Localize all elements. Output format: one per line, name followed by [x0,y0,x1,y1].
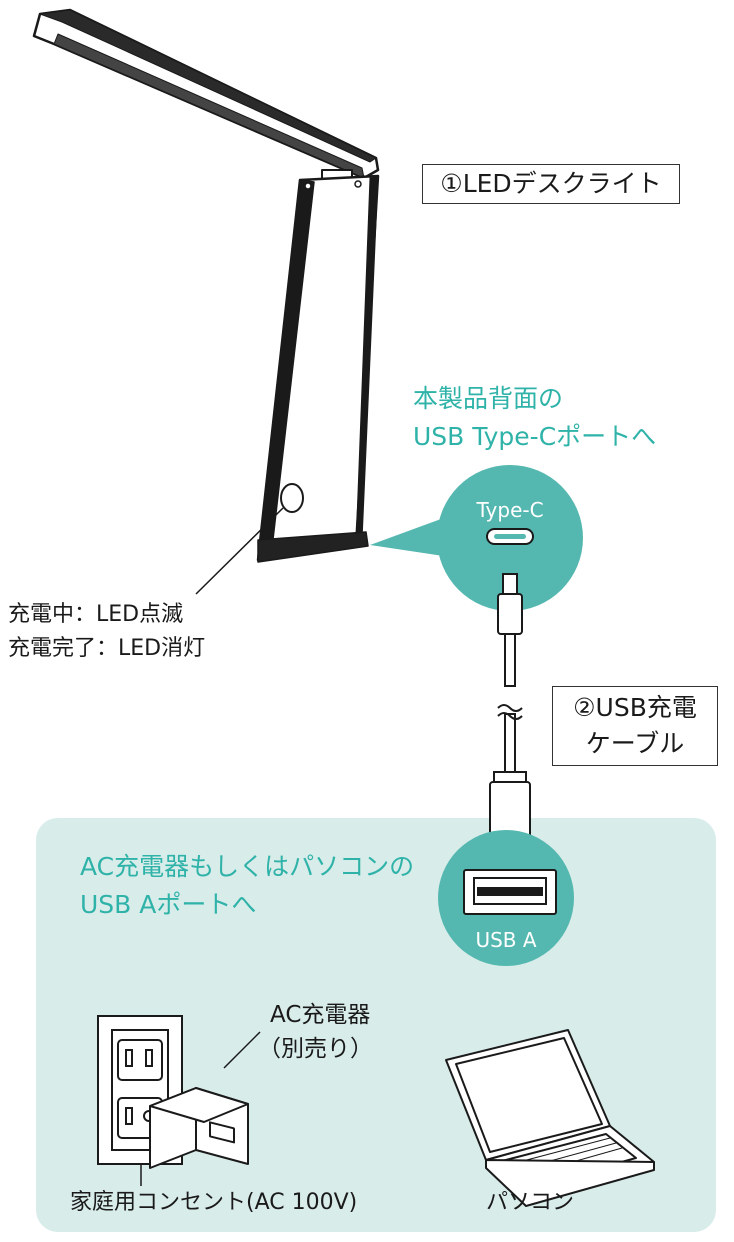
usb-a-circle-label: USB A [475,928,537,952]
usb-a-note: AC充電器もしくはパソコンの USB Aポートへ [80,848,414,924]
lamp-label: ①LEDデスクライト [440,169,662,198]
cable-label-box: ②USB充電 ケーブル [552,686,718,766]
ac-charger-label: AC充電器 （別売り） [258,998,373,1066]
cable-label-line2: ケーブル [585,729,685,758]
type-c-note-line1: 本製品背面の [413,384,564,413]
laptop-icon [445,1029,655,1207]
type-c-note: 本製品背面の USB Type-Cポートへ [413,380,656,456]
usb-a-note-line2: USB Aポートへ [80,890,257,919]
type-c-note-line2: USB Type-Cポートへ [413,422,657,451]
cable-label-line1: ②USB充電 [573,693,697,722]
usb-a-port-icon [463,869,557,915]
ac-charger-icon [149,1087,249,1169]
pc-label: パソコン [486,1190,575,1215]
ac-charger-line2: （別売り） [258,1036,373,1062]
charging-status-line2: 充電完了：LED消灯 [8,636,206,661]
usb-cable-icon [489,573,531,869]
charging-status-line1: 充電中：LED点滅 [8,602,184,627]
usb-a-note-line1: AC充電器もしくはパソコンの [80,852,415,881]
desk-lamp-icon [32,8,380,563]
ac-charger-line1: AC充電器 [270,1002,371,1028]
charging-leader-line [195,507,284,595]
type-c-circle-label: Type-C [476,498,544,522]
outlet-label: 家庭用コンセント(AC 100V) [70,1190,358,1215]
charging-status-note: 充電中：LED点滅 充電完了：LED消灯 [8,598,205,666]
lamp-label-box: ①LEDデスクライト [422,164,680,204]
